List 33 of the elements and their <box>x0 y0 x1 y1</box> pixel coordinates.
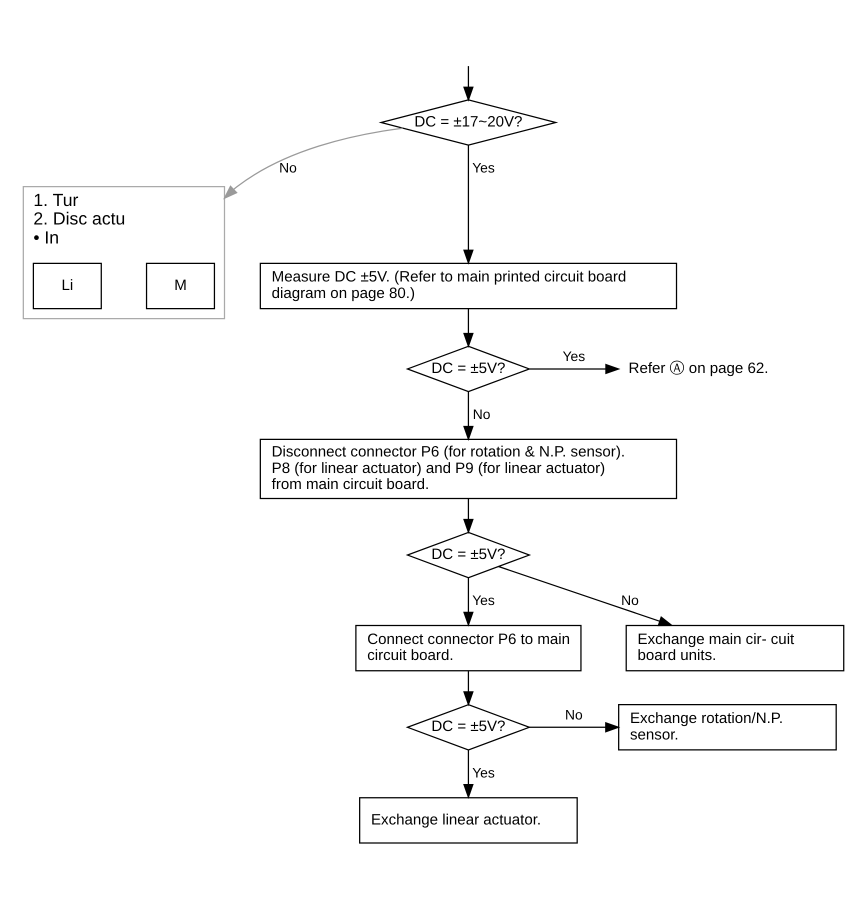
node-diamond: DC = ±17~20V? <box>378 98 558 146</box>
node-diamond: DC = ±5V? <box>406 531 532 578</box>
arrow <box>463 66 474 102</box>
arrow <box>498 565 674 626</box>
node-diamond: DC = ±5V? <box>406 345 532 392</box>
edge-label: No <box>472 405 490 422</box>
edge-label: No <box>279 159 297 176</box>
node-box: M <box>146 262 216 309</box>
arrow <box>463 498 474 534</box>
edge-label: Yes <box>472 159 495 176</box>
arrow <box>529 363 620 374</box>
node-box: Exchange linear actuator. <box>359 796 578 844</box>
node-box: Exchange main cir- cuit board units. <box>626 624 844 671</box>
node-diamond: DC = ±5V? <box>406 704 532 750</box>
edge-label: Yes <box>472 764 495 780</box>
node-box: Li <box>32 262 102 309</box>
node-text: Refer Ⓐ on page 62. <box>628 359 768 376</box>
edge-label: Yes <box>472 592 495 608</box>
arrow <box>463 391 474 440</box>
edge-label: No <box>565 706 583 722</box>
node-box: Measure DC ±5V. (Refer to main printed circuit board diagram on page 80.) <box>260 262 678 309</box>
node-box: Exchange rotation/N.P. sensor. <box>618 704 837 750</box>
edge-label: Yes <box>562 348 586 364</box>
arrow <box>223 127 403 200</box>
arrow <box>529 722 620 732</box>
arrow <box>463 308 474 348</box>
arrow <box>463 144 474 264</box>
arrow <box>463 577 474 626</box>
node-box: Connect connector P6 to main circuit board. <box>355 624 582 671</box>
arrow <box>463 670 474 706</box>
edge-label: No <box>621 592 639 608</box>
arrow <box>463 750 474 799</box>
node-box: Disconnect connector P6 (for rotation & N.P. sensor). P8 (for linear actuator) and P9 (for linear actuator) from main circuit board. <box>260 438 678 499</box>
